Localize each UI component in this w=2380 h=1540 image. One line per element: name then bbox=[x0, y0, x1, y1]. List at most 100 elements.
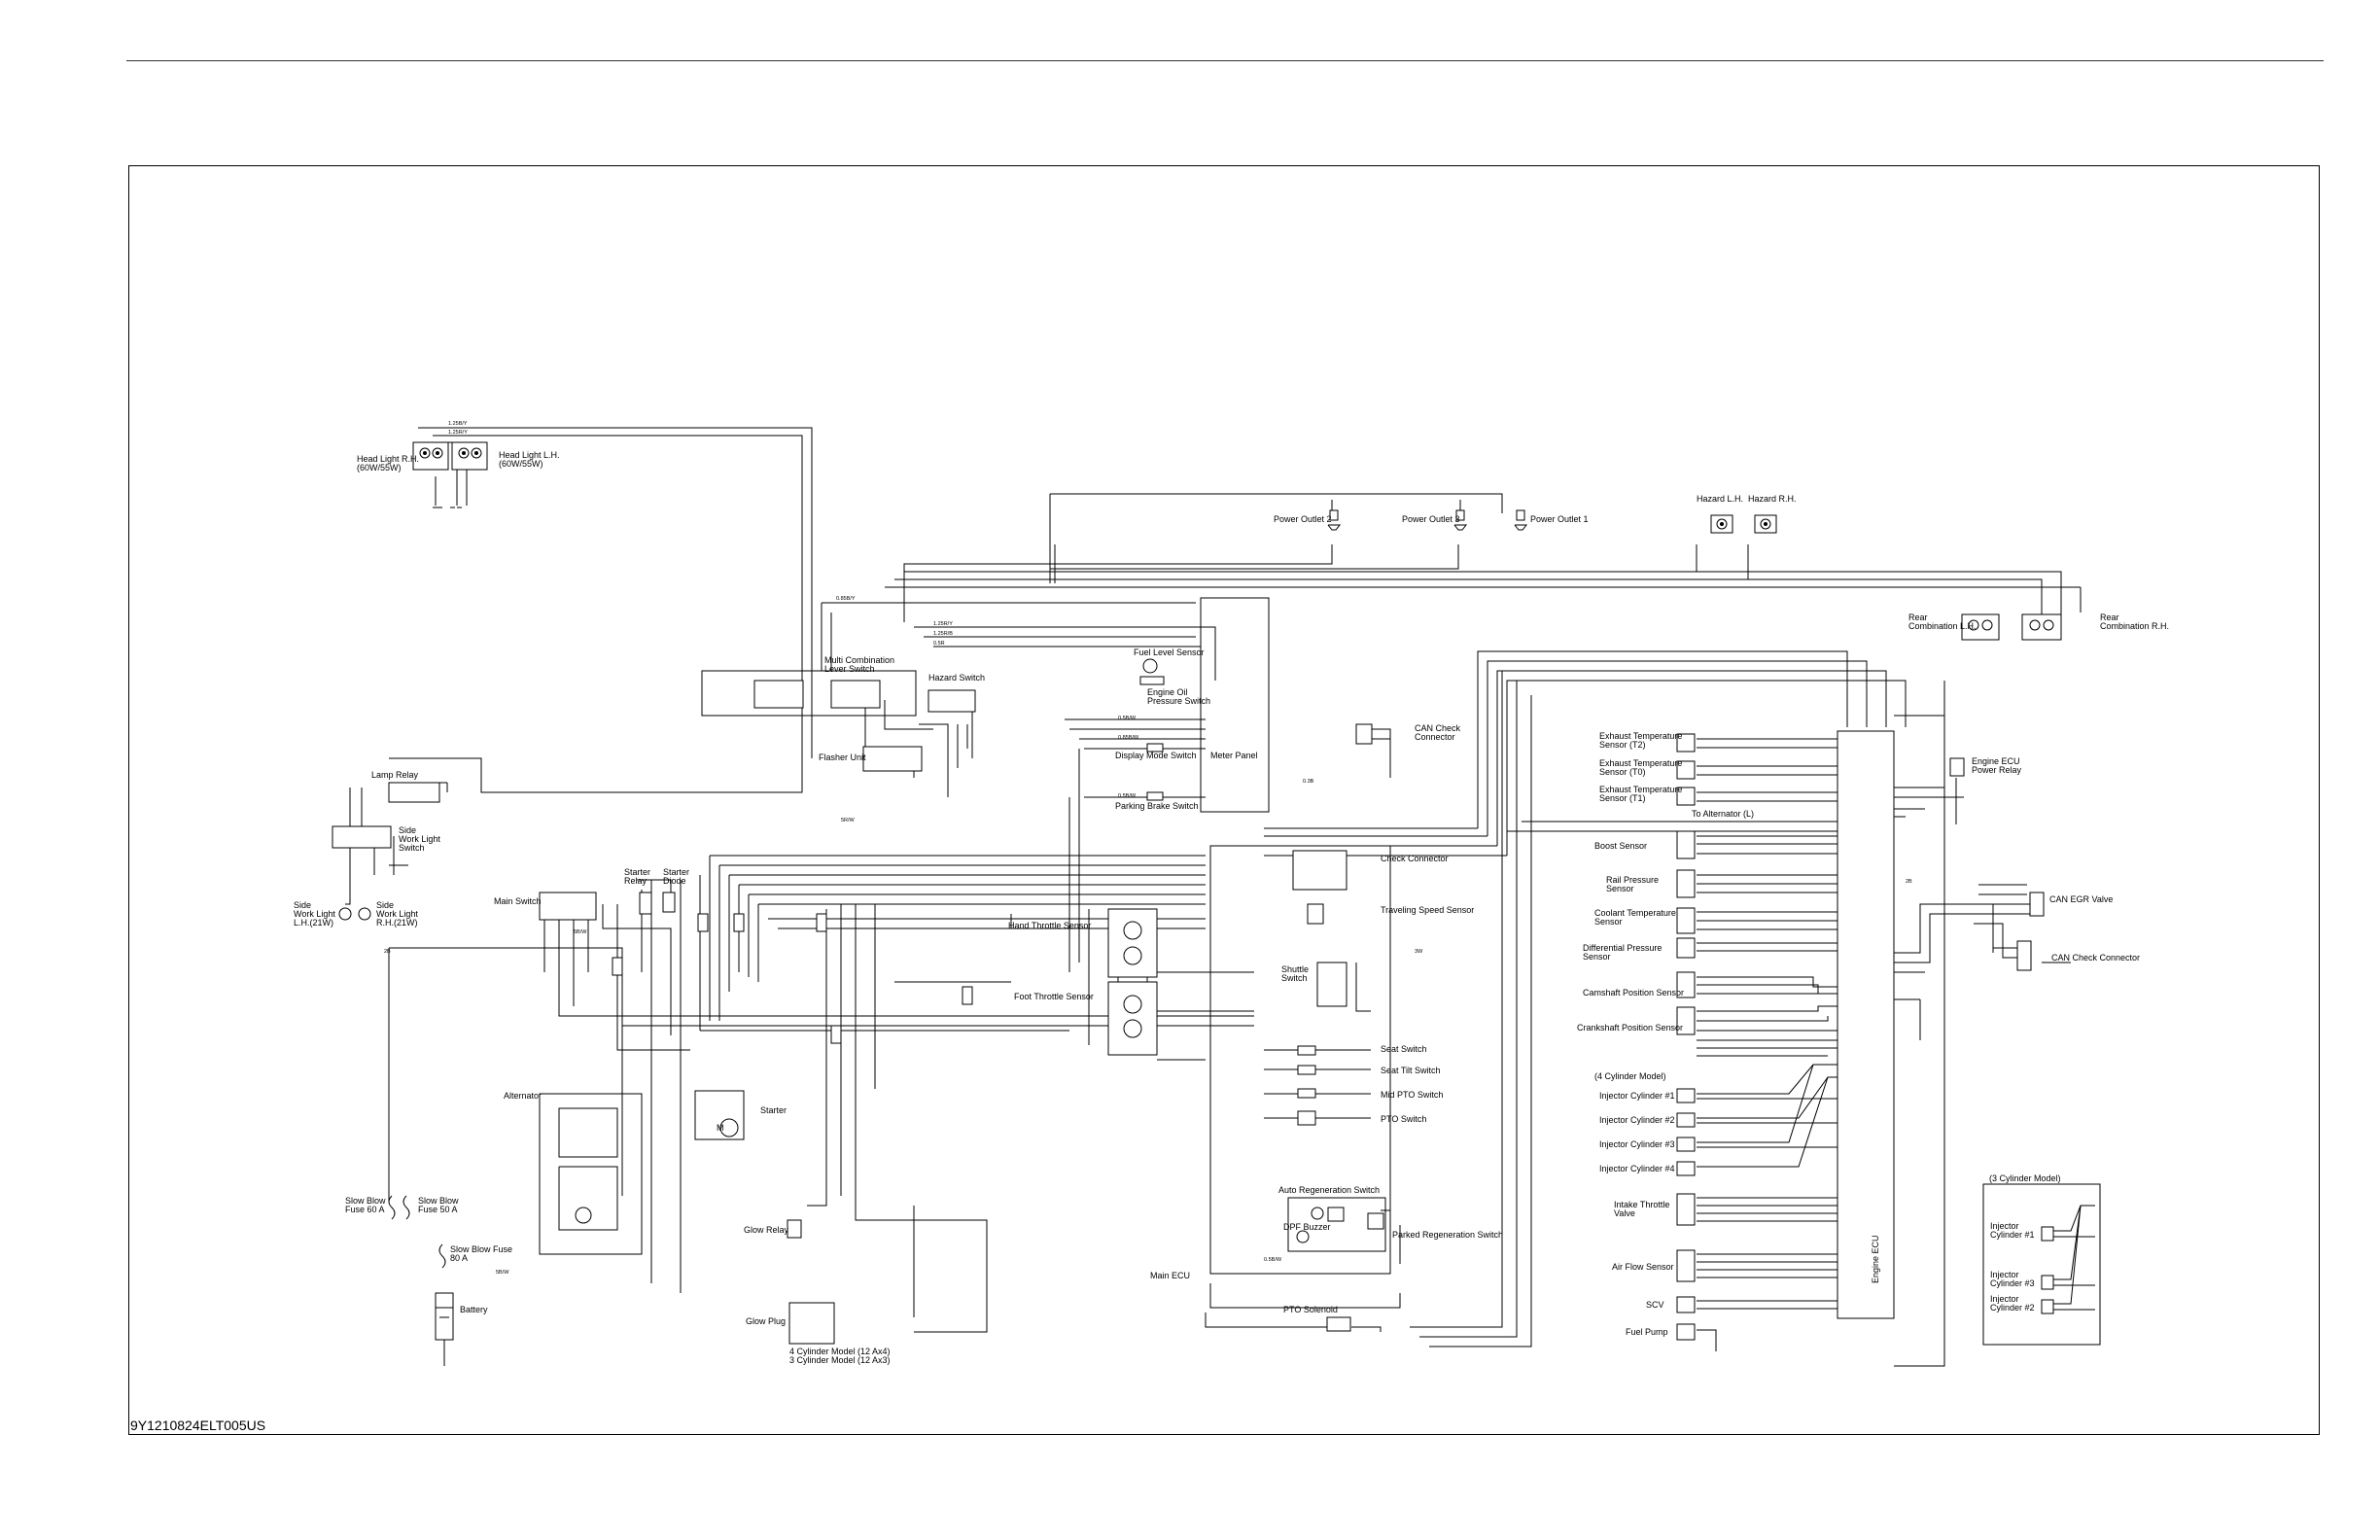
shuttle-switch-label: Shuttle bbox=[1281, 964, 1309, 974]
multi-combination-label: Multi Combination bbox=[824, 655, 894, 665]
scv-label: SCV bbox=[1646, 1300, 1664, 1310]
hazard-lights: Hazard L.H. Hazard R.H. bbox=[1697, 494, 1797, 534]
can-check-top-label-2: Connector bbox=[1415, 732, 1455, 742]
side-work-light-switch-label-2: Work Light bbox=[399, 834, 440, 844]
glow-relay-label: Glow Relay bbox=[744, 1225, 789, 1235]
display-mode-switch-label: Display Mode Switch bbox=[1115, 751, 1197, 760]
power-outlet-2-label: Power Outlet 2 bbox=[1274, 514, 1332, 524]
intake-throttle-label-2: Valve bbox=[1614, 1208, 1635, 1218]
side-work-light-rh-label: Side bbox=[376, 900, 394, 910]
wire-label: 5R/W bbox=[841, 818, 856, 823]
engine-oil-switch-label-2: Pressure Switch bbox=[1147, 696, 1210, 706]
wire-label: 3W bbox=[1415, 949, 1423, 955]
cylinder3-model-label: (3 Cylinder Model) bbox=[1989, 1173, 2061, 1183]
wire-label: 0.5B/W bbox=[1264, 1257, 1282, 1263]
camshaft-sensor-label: Camshaft Position Sensor bbox=[1583, 988, 1684, 998]
seat-tilt-switch-label: Seat Tilt Switch bbox=[1381, 1066, 1441, 1075]
wire-label: 1.25R/B bbox=[933, 631, 953, 637]
starter-diode-label-2: Diode bbox=[663, 876, 686, 886]
diff-pressure-label-2: Sensor bbox=[1583, 952, 1611, 962]
wire-label: 0.5B/W bbox=[1118, 793, 1137, 799]
pto-switch-label: PTO Switch bbox=[1381, 1114, 1426, 1124]
page-header-rule bbox=[126, 60, 2324, 61]
fuse-80-label-2: 80 A bbox=[450, 1253, 468, 1263]
wires bbox=[345, 427, 2082, 1367]
wire-label: 0.85B/W bbox=[1118, 735, 1139, 741]
injector-4-label: Injector Cylinder #4 bbox=[1599, 1164, 1675, 1173]
wire-label: 5B/W bbox=[574, 929, 587, 935]
exhaust-t0-label-2: Sensor (T0) bbox=[1599, 767, 1646, 777]
meter-inputs: Fuel Level Sensor Engine Oil Pressure Sw… bbox=[1115, 648, 1461, 811]
can-egr-valve-label: CAN EGR Valve bbox=[2049, 894, 2113, 904]
alternator-starter: Alternator M Starter bbox=[504, 1090, 787, 1255]
fuel-pump-label: Fuel Pump bbox=[1626, 1327, 1668, 1337]
diagram-frame bbox=[128, 165, 2320, 1435]
exhaust-t1-label-2: Sensor (T1) bbox=[1599, 793, 1646, 803]
head-light-lh-label: Head Light L.H. bbox=[499, 450, 560, 460]
pto-solenoid-label: PTO Solenoid bbox=[1283, 1305, 1338, 1314]
fuse-60-label: Slow Blow bbox=[345, 1196, 386, 1206]
hazard-lh-label: Hazard L.H. bbox=[1697, 494, 1743, 504]
hazard-rh-label: Hazard R.H. bbox=[1748, 494, 1797, 504]
inj3-3-label-2: Cylinder #3 bbox=[1990, 1278, 2035, 1288]
shuttle-switch-label-2: Switch bbox=[1281, 973, 1308, 983]
engine-ecu-label: Engine ECU bbox=[1871, 1235, 1880, 1283]
wire-label: 5B/W bbox=[496, 1270, 509, 1276]
diff-pressure-label: Differential Pressure bbox=[1583, 943, 1662, 953]
side-work-light-lh-label: Side bbox=[294, 900, 311, 910]
cylinder3-inset: (3 Cylinder Model) Injector Cylinder #1 … bbox=[1982, 1173, 2101, 1346]
side-work-light-lh-label-3: L.H.(21W) bbox=[294, 918, 333, 928]
main-switch-group: Main Switch Starter Relay Starter Diode bbox=[494, 867, 973, 1044]
exhaust-t0-label: Exhaust Temperature bbox=[1599, 758, 1682, 768]
inj3-3-label: Injector bbox=[1990, 1270, 2019, 1279]
coolant-temp-label-2: Sensor bbox=[1594, 917, 1623, 927]
fuse-50-label-2: Fuse 50 A bbox=[418, 1205, 458, 1214]
flasher-unit-label: Flasher Unit bbox=[819, 752, 866, 762]
head-light-lh-rating: (60W/55W) bbox=[499, 459, 543, 469]
side-work-light-lh-label-2: Work Light bbox=[294, 909, 335, 919]
engine-sensors: Exhaust Temperature Sensor (T2) Exhaust … bbox=[1577, 731, 1754, 1035]
wire-code-labels: 0.85B/Y 1.25R/Y 1.25R/B 0.5R 0.5B/W 0.85… bbox=[384, 596, 1912, 1276]
side-work-light-switch-label: Side bbox=[399, 825, 416, 835]
glow-group: Glow Relay Glow Plug 4 Cylinder Model (1… bbox=[744, 1219, 891, 1365]
inj3-1-label-2: Cylinder #1 bbox=[1990, 1230, 2035, 1240]
side-work-light-rh-label-2: Work Light bbox=[376, 909, 418, 919]
injector-1-label: Injector Cylinder #1 bbox=[1599, 1091, 1675, 1101]
wire-label: 0.5B/W bbox=[1118, 716, 1137, 721]
ecu-power-relay-label: Engine ECU bbox=[1972, 756, 2020, 766]
can-check-top-label: CAN Check bbox=[1415, 723, 1461, 733]
head-light-rh-block: Head Light R.H. (60W/55W) Head Light L.H… bbox=[357, 421, 560, 508]
wire-label: 2B bbox=[384, 949, 391, 955]
wire-label: 1.25R/Y bbox=[448, 430, 468, 436]
boost-sensor-label: Boost Sensor bbox=[1594, 841, 1647, 851]
inj3-2-label-2: Cylinder #2 bbox=[1990, 1303, 2035, 1312]
inj3-2-label: Injector bbox=[1990, 1294, 2019, 1304]
starter-relay-label: Starter bbox=[624, 867, 650, 877]
hazard-switch-label: Hazard Switch bbox=[928, 673, 985, 682]
power-outlet-1-label: Power Outlet 1 bbox=[1530, 514, 1589, 524]
lamp-relay-label: Lamp Relay bbox=[371, 770, 419, 780]
lamp-relay-group: Lamp Relay Side Work Light Switch Side W… bbox=[294, 770, 440, 928]
engine-oil-switch-label: Engine Oil bbox=[1147, 687, 1188, 697]
seat-switch-label: Seat Switch bbox=[1381, 1044, 1427, 1054]
wire-label: 1.25B/Y bbox=[448, 421, 468, 427]
glow-plug-note: 4 Cylinder Model (12 Ax4) bbox=[789, 1347, 891, 1356]
wire-label: 2B bbox=[1906, 879, 1912, 885]
wire-label: 0.5R bbox=[933, 641, 945, 647]
intake-throttle-label: Intake Throttle bbox=[1614, 1200, 1669, 1209]
starter-motor-glyph: M bbox=[717, 1123, 724, 1133]
wire-label: 0.3B bbox=[1303, 779, 1314, 785]
seat-pto-switches: Seat Switch Seat Tilt Switch Mid PTO Swi… bbox=[1297, 1044, 1443, 1126]
check-connector-label: Check Connector bbox=[1381, 854, 1449, 863]
traveling-speed-sensor-label: Traveling Speed Sensor bbox=[1381, 905, 1474, 915]
meter-panel-label: Meter Panel bbox=[1210, 751, 1258, 760]
injectors-4cyl: (4 Cylinder Model) Injector Cylinder #1 … bbox=[1594, 1071, 1696, 1176]
exhaust-t2-label: Exhaust Temperature bbox=[1599, 731, 1682, 741]
rear-combination-rh-label-2: Combination R.H. bbox=[2100, 621, 2169, 631]
mid-pto-switch-label: Mid PTO Switch bbox=[1381, 1090, 1443, 1100]
exhaust-t2-label-2: Sensor (T2) bbox=[1599, 740, 1646, 750]
power-outlets: Power Outlet 2 Power Outlet 3 Power Outl… bbox=[1274, 509, 1589, 531]
coolant-temp-label: Coolant Temperature bbox=[1594, 908, 1676, 918]
parked-regen-switch-label: Parked Regeneration Switch bbox=[1392, 1230, 1503, 1240]
side-work-light-rh-label-3: R.H.(21W) bbox=[376, 918, 418, 928]
